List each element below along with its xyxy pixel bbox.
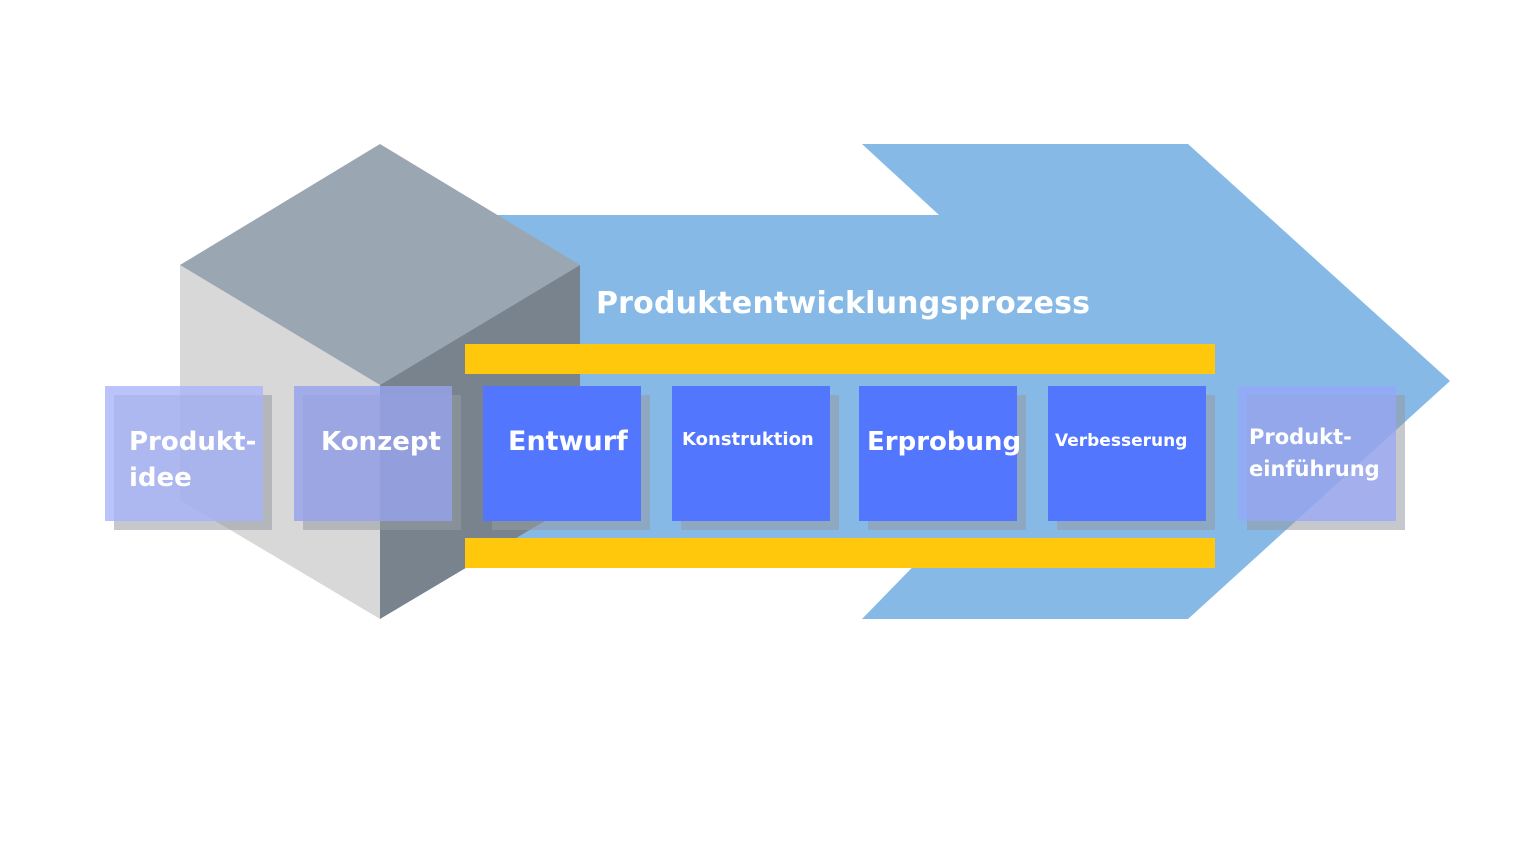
step-label: Entwurf xyxy=(508,426,628,457)
step-label: Konzept xyxy=(321,427,441,457)
step-erprobung: Erprobung xyxy=(859,386,1022,521)
step-label: Produkt- idee xyxy=(129,427,257,493)
diagram-title: Produktentwicklungsprozess xyxy=(596,286,1091,321)
cube-top-face xyxy=(180,144,580,385)
step-label: Erprobung xyxy=(867,427,1022,457)
step-label: Konstruktion xyxy=(682,429,814,450)
step-konstruktion: Konstruktion xyxy=(672,386,830,521)
step-produkteinfuehrung: Produkt- einführung xyxy=(1238,386,1396,521)
cube-left-face xyxy=(180,265,380,619)
step-label: Verbesserung xyxy=(1055,431,1188,451)
step-verbesserung: Verbesserung xyxy=(1048,386,1206,521)
step-produktidee: Produkt- idee xyxy=(105,386,263,521)
step-konzept: Konzept xyxy=(294,386,452,521)
bracket-bottom-bar xyxy=(465,538,1215,568)
bracket-top-bar xyxy=(465,344,1215,374)
step-entwurf: Entwurf xyxy=(483,386,641,521)
step-label: Produkt- einführung xyxy=(1249,425,1380,481)
